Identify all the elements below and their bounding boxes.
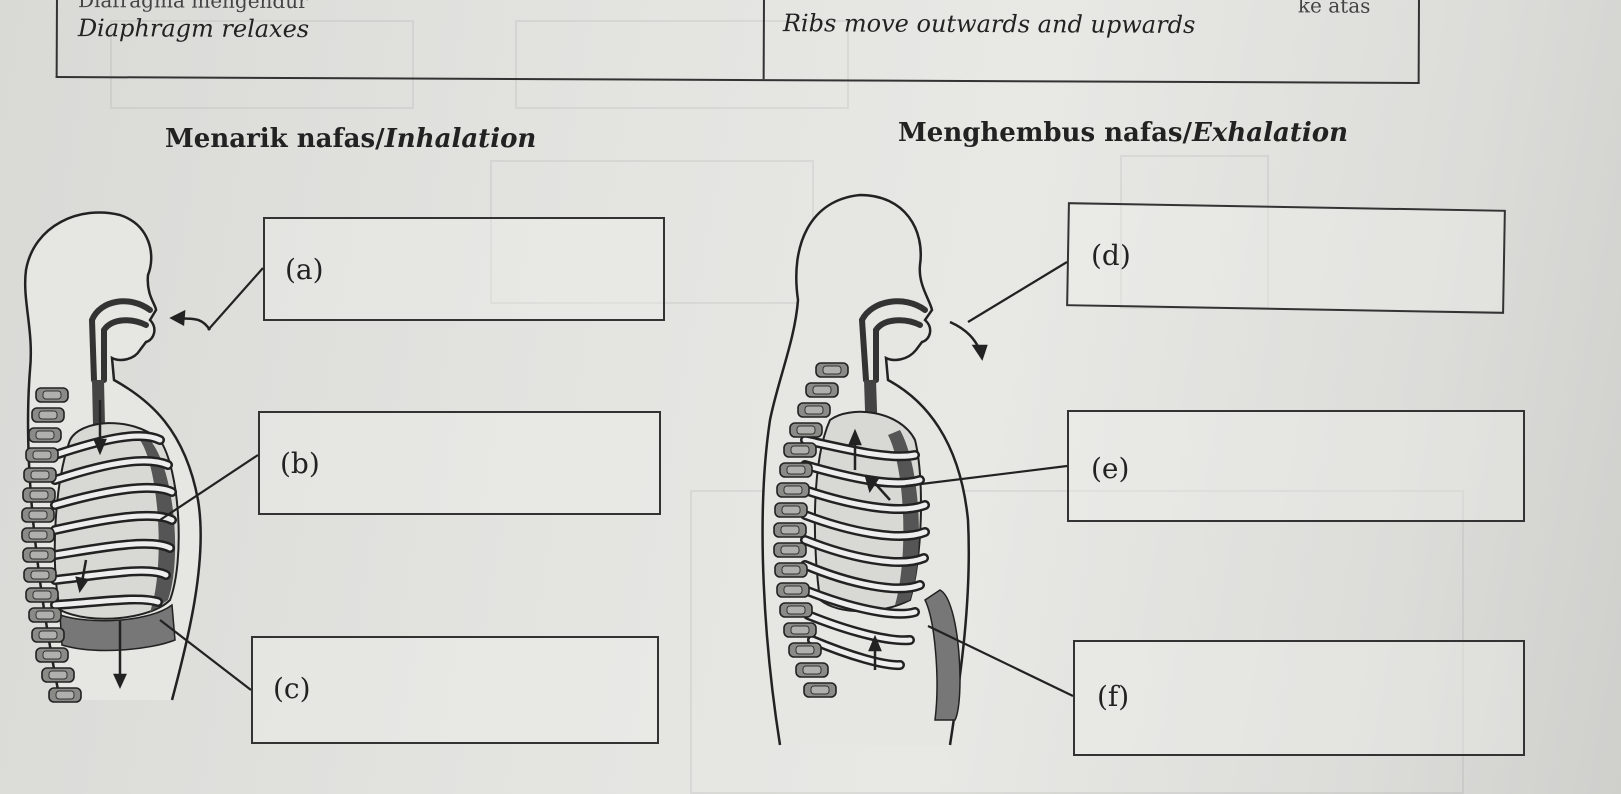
airflow-arrows xyxy=(848,320,988,670)
exhalation-figure xyxy=(761,193,1074,746)
exhalation-heading-english: Exhalation xyxy=(1192,118,1348,148)
label-e: (e) xyxy=(1091,452,1130,485)
ghost-table xyxy=(690,490,1464,794)
inhalation-heading-malay: Menarik nafas/ xyxy=(165,124,385,154)
label-c: (c) xyxy=(273,672,311,705)
label-box-e[interactable]: (e) xyxy=(1067,410,1525,522)
pointer-lines xyxy=(904,261,1074,697)
ghost-box xyxy=(515,20,849,109)
label-f: (f) xyxy=(1097,680,1130,713)
label-b: (b) xyxy=(280,447,320,480)
nasal-passage xyxy=(858,298,928,383)
nasal-passage xyxy=(88,298,153,383)
ghost-box xyxy=(1120,155,1269,309)
label-box-c[interactable]: (c) xyxy=(251,636,659,744)
diaphragm xyxy=(59,603,176,652)
exhalation-heading-malay: Menghembus nafas/ xyxy=(898,118,1193,148)
label-a: (a) xyxy=(285,253,324,286)
ribs-inner xyxy=(802,437,928,668)
label-box-a[interactable]: (a) xyxy=(263,217,665,321)
inhalation-heading-english: Inhalation xyxy=(384,124,537,154)
pointer-lines xyxy=(159,267,264,691)
inhalation-heading: Menarik nafas/Inhalation xyxy=(165,124,536,154)
inhalation-figure xyxy=(21,211,264,703)
exhalation-heading: Menghembus nafas/Exhalation xyxy=(898,118,1348,148)
airflow-arrows xyxy=(75,309,212,690)
lung-shading xyxy=(140,440,176,612)
diaphragm xyxy=(924,589,961,721)
label-box-f[interactable]: (f) xyxy=(1073,640,1525,756)
label-box-b[interactable]: (b) xyxy=(258,411,661,515)
ghost-box xyxy=(110,20,414,109)
